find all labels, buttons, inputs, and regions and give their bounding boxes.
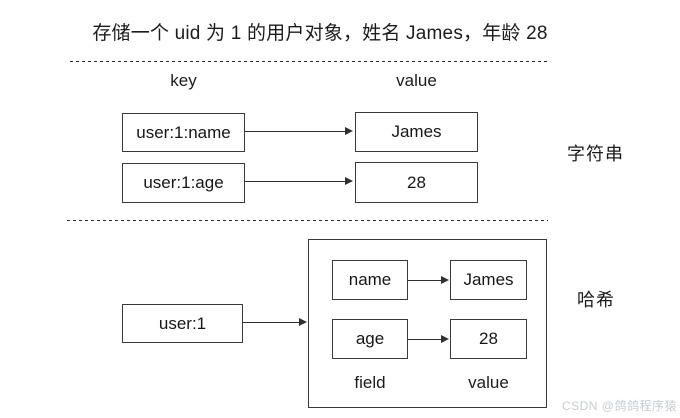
csdn-watermark: CSDN @鸽鸽程序猿 xyxy=(561,399,677,413)
string-value-box-name: James xyxy=(355,112,478,152)
arrow-right-icon xyxy=(243,318,307,326)
arrow-right-icon xyxy=(408,335,449,343)
key-column-header: key xyxy=(170,71,197,90)
diagram-title: 存储一个 uid 为 1 的用户对象，姓名 James，年龄 28 xyxy=(92,23,548,44)
value-column-header: value xyxy=(396,71,437,90)
string-value-box-age: 28 xyxy=(355,162,478,203)
hash-value-box-age: 28 xyxy=(450,319,527,359)
string-key-box-age: user:1:age xyxy=(122,163,245,203)
hash-field-box-age: age xyxy=(332,319,408,359)
arrow-right-icon xyxy=(245,127,353,135)
string-type-label: 字符串 xyxy=(567,144,624,164)
string-key-box-name: user:1:name xyxy=(122,113,245,152)
section-divider-top xyxy=(70,61,548,62)
hash-key-box: user:1 xyxy=(122,304,243,343)
hash-field-box-name: name xyxy=(332,260,408,300)
hash-value-box-name: James xyxy=(450,260,527,300)
hash-type-label: 哈希 xyxy=(577,290,615,310)
arrow-right-icon xyxy=(245,177,353,185)
field-column-header: field xyxy=(354,373,386,392)
hash-value-column-header: value xyxy=(468,373,509,392)
arrow-right-icon xyxy=(408,276,449,284)
section-divider-bottom xyxy=(67,220,548,221)
